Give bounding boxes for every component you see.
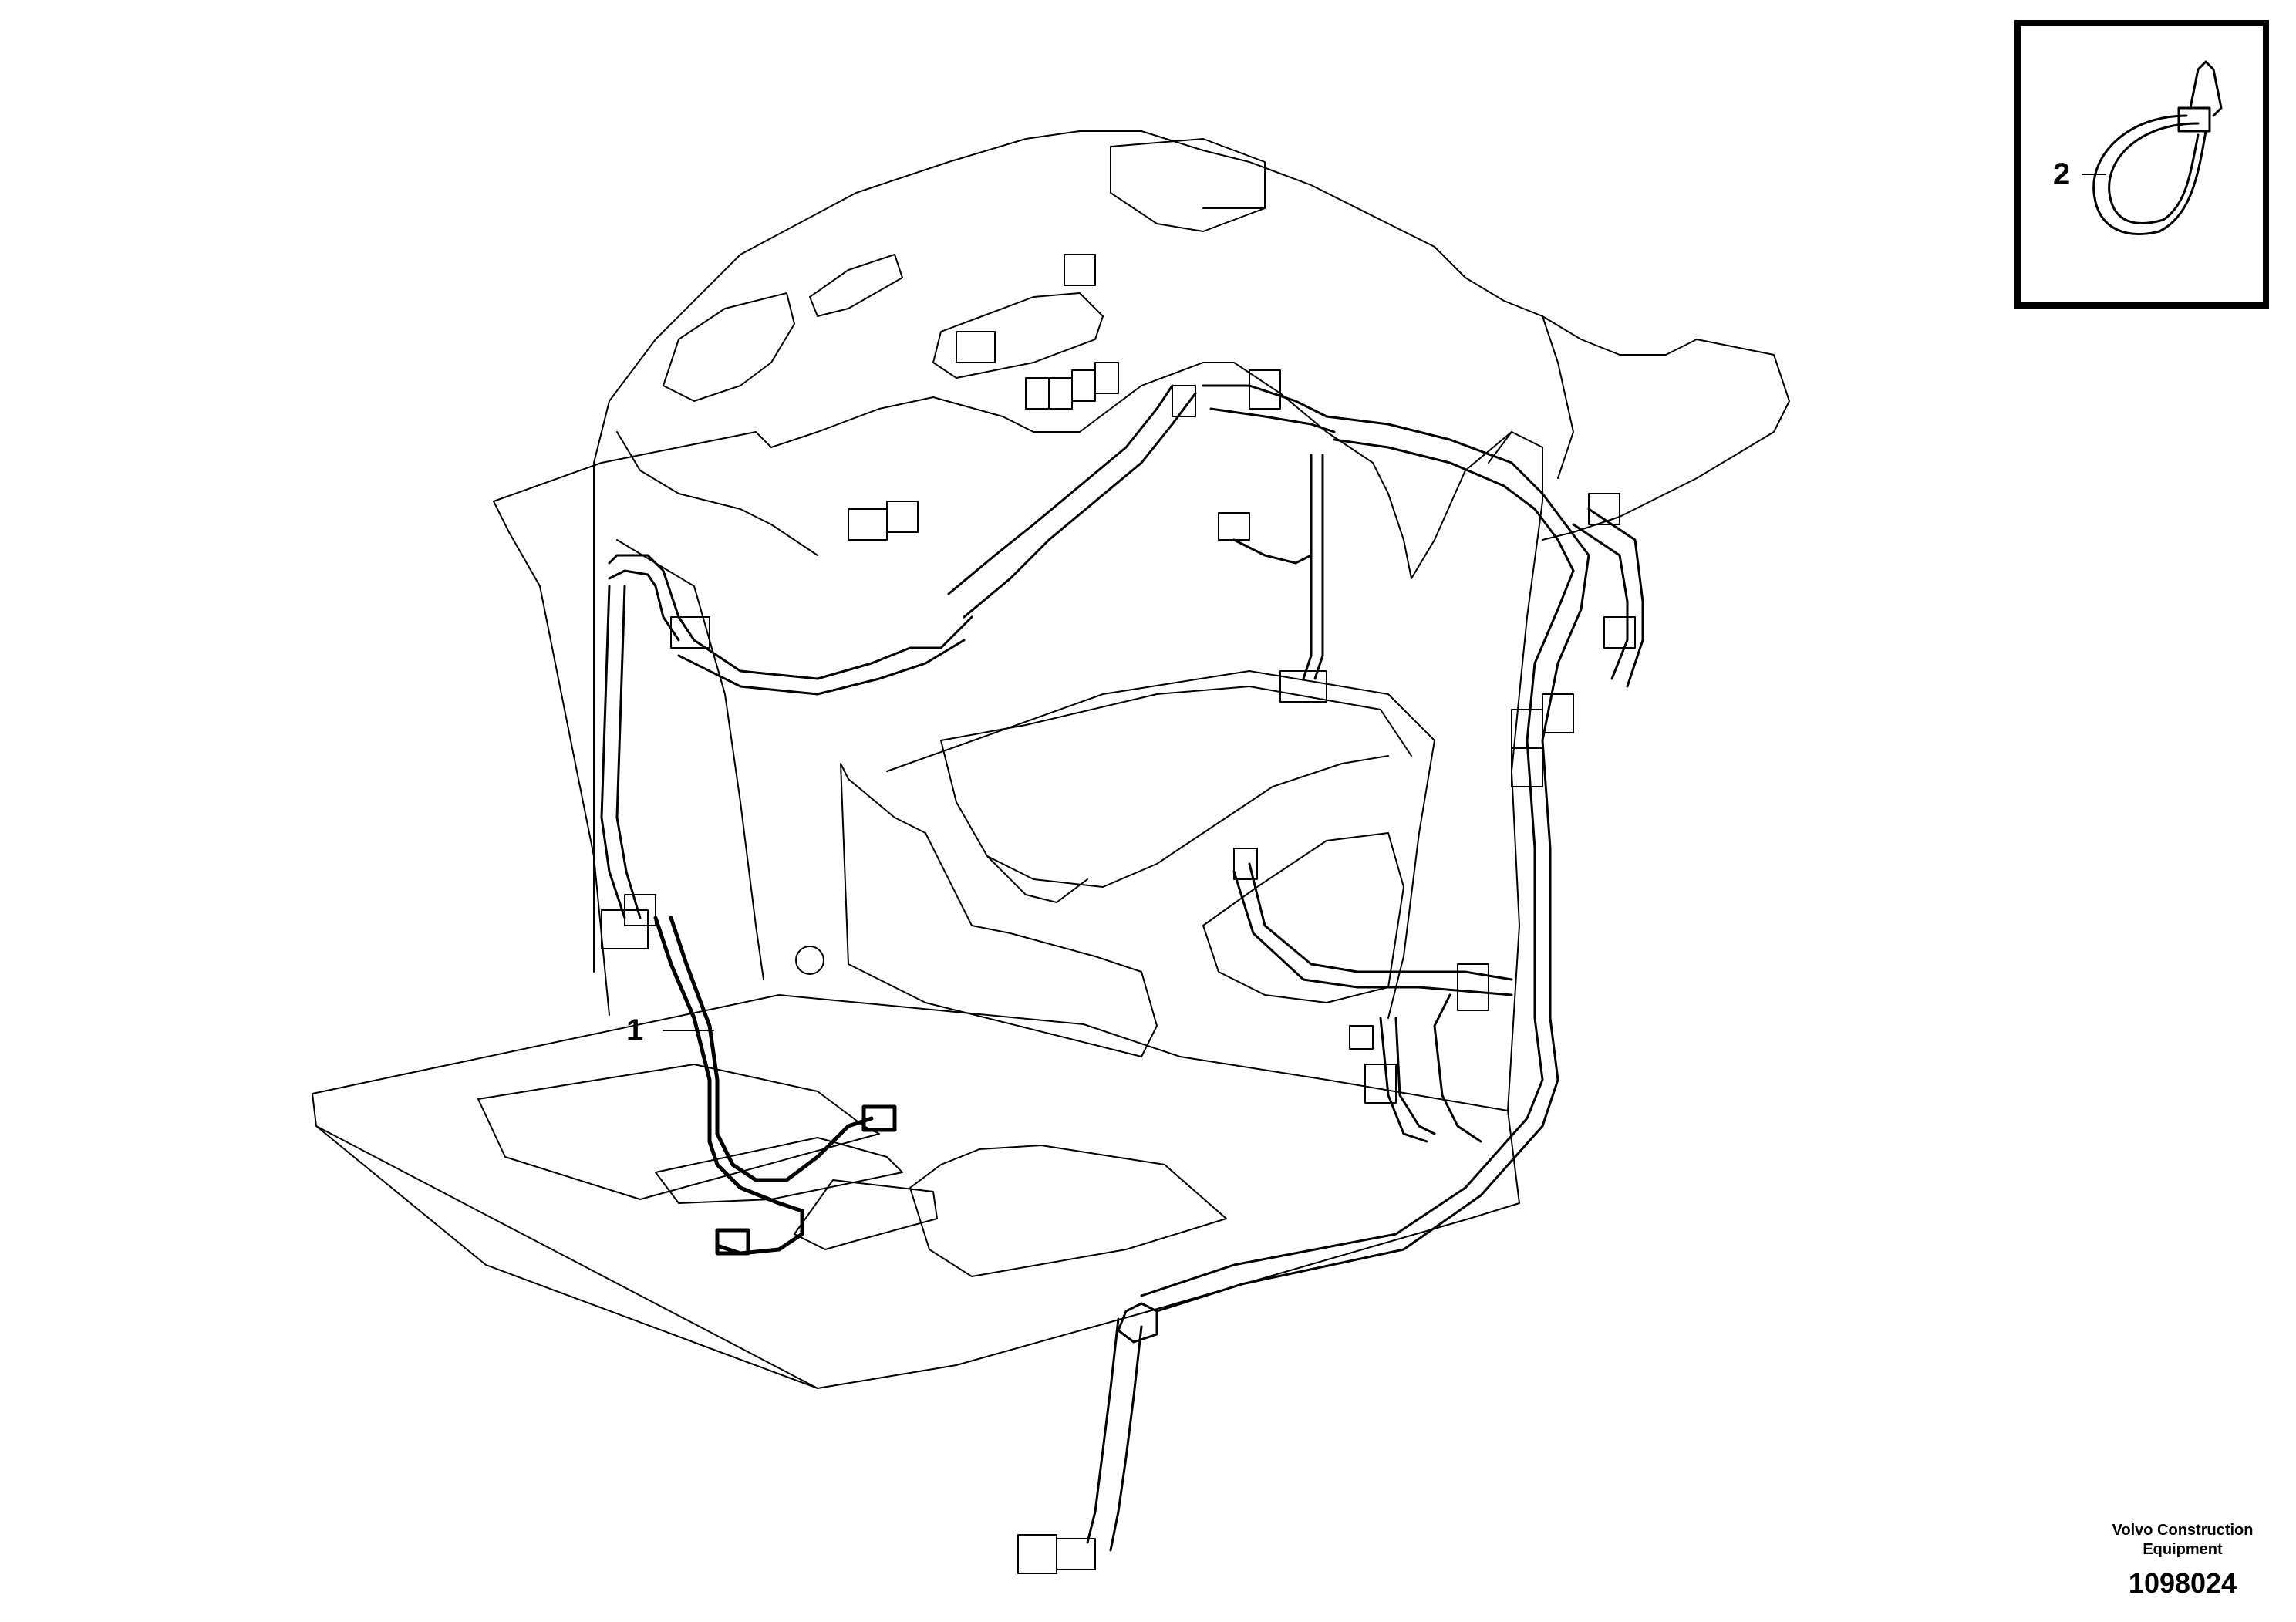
main-harness	[600, 384, 1644, 1552]
connectors	[601, 254, 1636, 1574]
company-line2: Equipment	[2143, 1541, 2223, 1558]
wiring-harness-icon	[653, 916, 897, 1256]
callout-1-label: 1	[626, 1013, 644, 1047]
drawing-number: 1098024	[2128, 1567, 2237, 1599]
cable-tie-icon	[2092, 60, 2223, 235]
company-name: Volvo Construction Equipment	[2090, 1521, 2275, 1560]
company-line1: Volvo Construction	[2112, 1522, 2254, 1539]
callout-2-label: 2	[2053, 157, 2071, 191]
detail-inset-frame	[2014, 20, 2269, 309]
cab-floor-icon	[312, 130, 1790, 1389]
